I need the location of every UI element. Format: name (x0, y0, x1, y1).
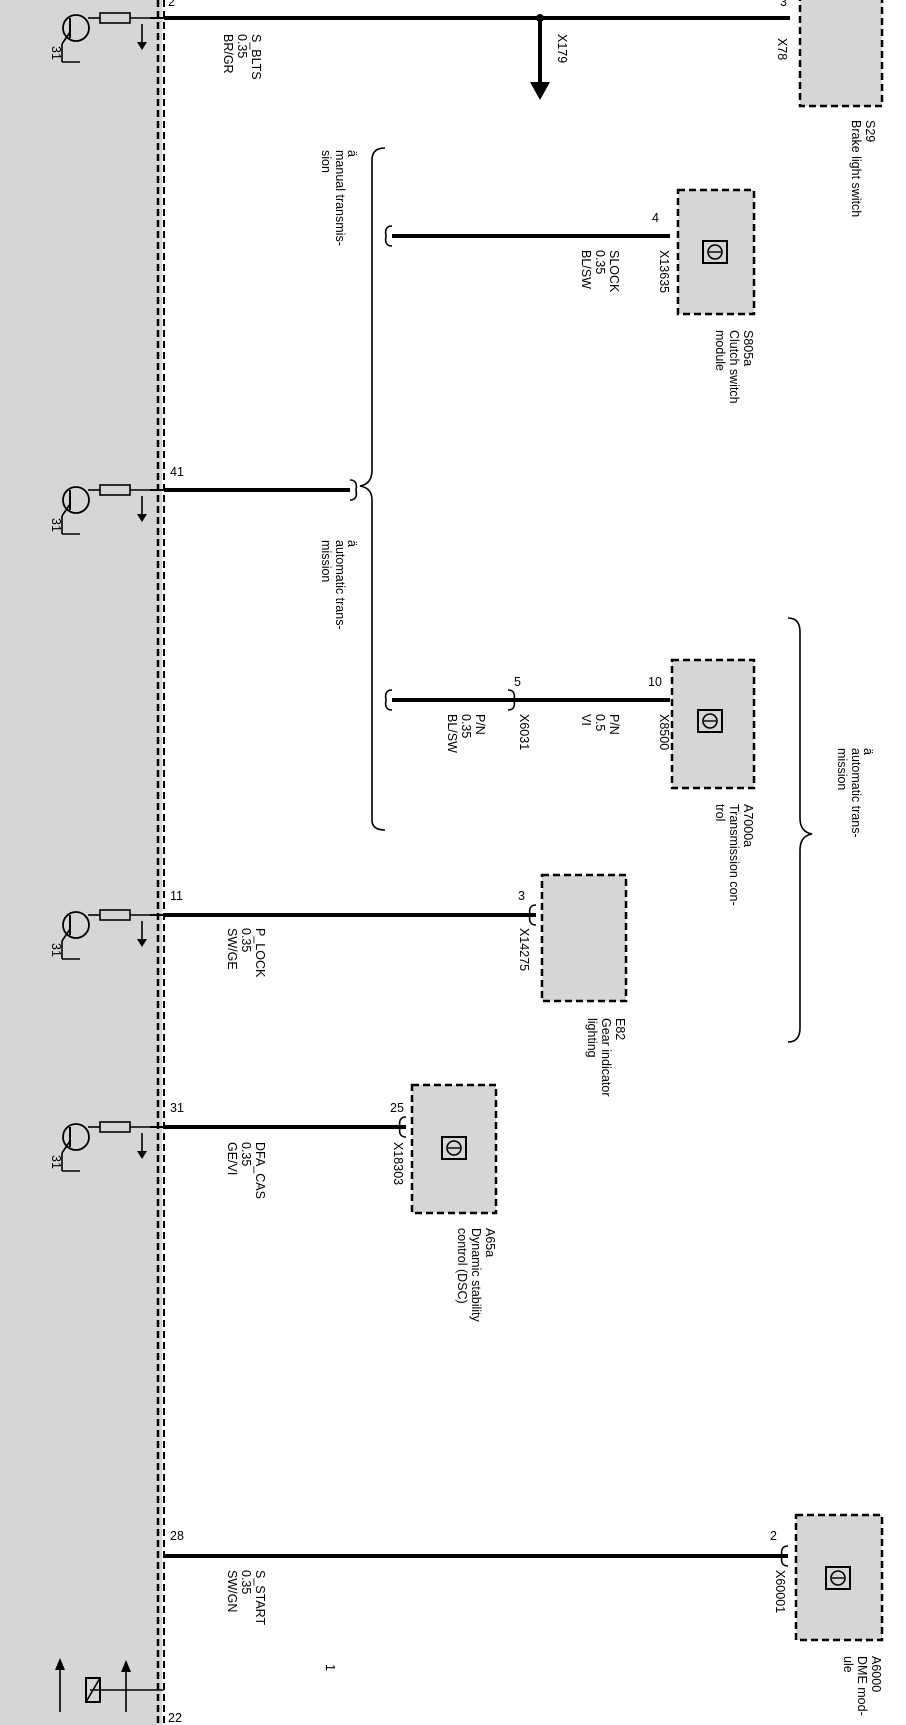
ground-label: 31 (49, 1155, 63, 1169)
component-name: Dynamic stability (469, 1228, 483, 1323)
control-unit-icon (697, 709, 723, 733)
control-unit-icon (825, 1566, 851, 1590)
connector-label: X6031 (517, 714, 531, 750)
pin-label: 2 (770, 1529, 777, 1543)
component-code: A7000a (741, 804, 755, 847)
connector-label: X60001 (773, 1570, 787, 1613)
variant-brace-manual (359, 147, 386, 831)
circuit-s-blts: 2 3 X78 X179 S_BLTS 0.35 BR/GR (164, 0, 790, 100)
pin-label: 25 (390, 1101, 404, 1115)
component-name: module (713, 330, 727, 371)
wire-color: BR/GR (221, 34, 235, 74)
variant-label: automatic trans- (849, 748, 863, 838)
circuit-dfa-cas: 31 25 X18303 DFA_CAS 0.35 GE/VI (164, 1101, 407, 1199)
transistor-group: 31 31 31 31 (49, 12, 164, 1172)
wire-color: SW/GN (225, 1570, 239, 1612)
pin-label: 22 (168, 1711, 182, 1725)
wire-size: 0.35 (459, 714, 473, 738)
component-name: trol (713, 804, 727, 821)
wire-size: 0.35 (235, 34, 249, 58)
pin-label: 11 (170, 889, 183, 903)
component-code: A65a (483, 1228, 497, 1257)
page-number: 1 (323, 1664, 337, 1671)
control-unit-icon (702, 240, 728, 264)
connector-label: X78 (775, 38, 789, 60)
wire-name: S_BLTS (249, 34, 263, 80)
component-name: Brake light switch (849, 120, 863, 217)
circuit-pn: 5 10 X8500 X6031 P/N 0.5 VI P/N 0.35 BL/… (384, 675, 671, 753)
component-name: lighting (585, 1018, 599, 1058)
variant-label: sion (319, 150, 333, 173)
variant-marker: ä (345, 540, 359, 547)
wire-name: P/N (473, 714, 487, 735)
component-name: Gear indicator (599, 1018, 613, 1097)
component-name: ule (841, 1656, 855, 1673)
wire-color: VI (579, 714, 593, 726)
connector-label: X18303 (391, 1142, 405, 1185)
variant-label: mission (835, 748, 849, 790)
connector-label: X13635 (657, 250, 671, 293)
transistor-symbol: 31 (49, 12, 164, 63)
wire-size: 0.35 (239, 1570, 253, 1594)
component-box-a65a (410, 1083, 498, 1215)
variant-label: automatic trans- (333, 540, 347, 630)
wire-color: BL/SW (579, 250, 593, 289)
wire-size: 0.5 (593, 714, 607, 731)
circuit-p-lock: 11 3 X14275 P_LOCK 0.35 SW/GE (164, 889, 537, 978)
control-unit-icon (441, 1136, 467, 1160)
pin-label: 3 (780, 0, 787, 9)
transistor-symbol: 31 (49, 1121, 164, 1172)
wire-color: SW/GE (225, 928, 239, 970)
pin-label: 10 (648, 675, 662, 689)
component-code: S805a (741, 330, 755, 366)
pin-label: 41 (170, 465, 184, 479)
wire-color: GE/VI (225, 1142, 239, 1175)
wire-name: S_START (253, 1570, 267, 1625)
ground-label: 31 (49, 46, 63, 60)
wire-size: 0.35 (239, 1142, 253, 1166)
component-name: DME mod- (855, 1656, 869, 1716)
wire-size: 0.35 (239, 928, 253, 952)
connector-label: X179 (555, 34, 569, 63)
pin-label: 3 (518, 889, 525, 903)
wire-color: BL/SW (445, 714, 459, 753)
variant-marker: ä (861, 748, 875, 755)
component-code: S29 (863, 120, 877, 142)
variant-label: manual transmis- (333, 150, 347, 246)
component-name: control (DSC) (455, 1228, 469, 1304)
component-code: A6000 (869, 1656, 883, 1692)
connector-label: X8500 (657, 714, 671, 750)
component-name: Clutch switch (727, 330, 741, 404)
circuit-pin-41: 41 (164, 465, 358, 501)
pin-label: 2 (168, 0, 175, 9)
transistor-symbol: 31 (49, 909, 164, 960)
pin-label: 4 (652, 211, 659, 225)
ground-label: 31 (49, 518, 63, 532)
control-module-body (0, 0, 162, 1725)
wire-size: 0.35 (593, 250, 607, 274)
wire-name: DFA_CAS (253, 1142, 267, 1199)
component-box-a7000a (670, 658, 756, 790)
variant-marker: ä (345, 150, 359, 157)
wire-name: P_LOCK (253, 928, 267, 978)
circuit-s-start: 28 2 X60001 S_START 0.35 SW/GN (164, 1529, 789, 1625)
variant-label: mission (319, 540, 333, 582)
component-code: E82 (613, 1018, 627, 1040)
wire-name: SLOCK (607, 250, 621, 293)
pin-label: 5 (514, 675, 521, 689)
transistor-symbol: 31 (49, 484, 164, 535)
wire-name: P/N (607, 714, 621, 735)
relay-driver: 22 (55, 1658, 182, 1725)
circuit-slock: 4 X13635 SLOCK 0.35 BL/SW (384, 211, 671, 293)
pin-label: 28 (170, 1529, 184, 1543)
variant-brace-automatic (787, 617, 813, 1043)
component-box-s29 (798, 0, 884, 108)
component-name: Transmission con- (727, 804, 741, 906)
component-box-e82 (540, 873, 628, 1003)
pin-label: 31 (170, 1101, 184, 1115)
continuation-arrow (530, 82, 550, 100)
connector-label: X14275 (517, 928, 531, 971)
ground-label: 31 (49, 943, 63, 957)
